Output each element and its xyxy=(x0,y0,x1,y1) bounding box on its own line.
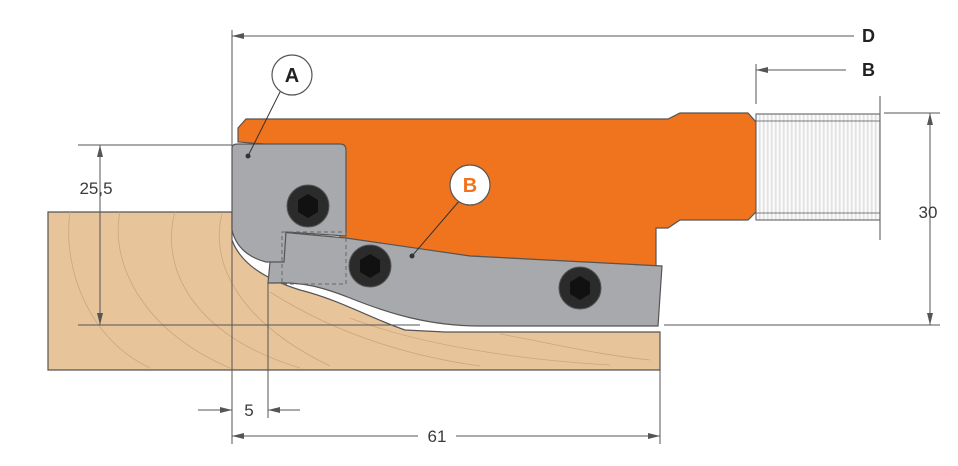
dim-25-5: 25,5 xyxy=(79,179,112,198)
ref-d-label: D xyxy=(862,26,875,46)
screw-1 xyxy=(286,184,330,228)
shank xyxy=(755,113,881,221)
arrowheads xyxy=(97,33,933,439)
wood-workpiece xyxy=(47,211,661,371)
ref-b-label: B xyxy=(862,60,875,80)
hidden-outline xyxy=(281,231,347,285)
dim-5: 5 xyxy=(244,401,253,420)
dimension-lines xyxy=(78,30,940,444)
callout-a: A xyxy=(271,54,313,96)
callout-a-label: A xyxy=(285,65,299,87)
screw-2 xyxy=(348,244,392,288)
callout-b-label: B xyxy=(463,175,477,197)
dim-30: 30 xyxy=(919,203,938,222)
screw-3 xyxy=(558,266,602,310)
dim-61: 61 xyxy=(428,427,447,446)
wood-grain xyxy=(68,211,651,369)
callout-b: B xyxy=(449,164,491,206)
